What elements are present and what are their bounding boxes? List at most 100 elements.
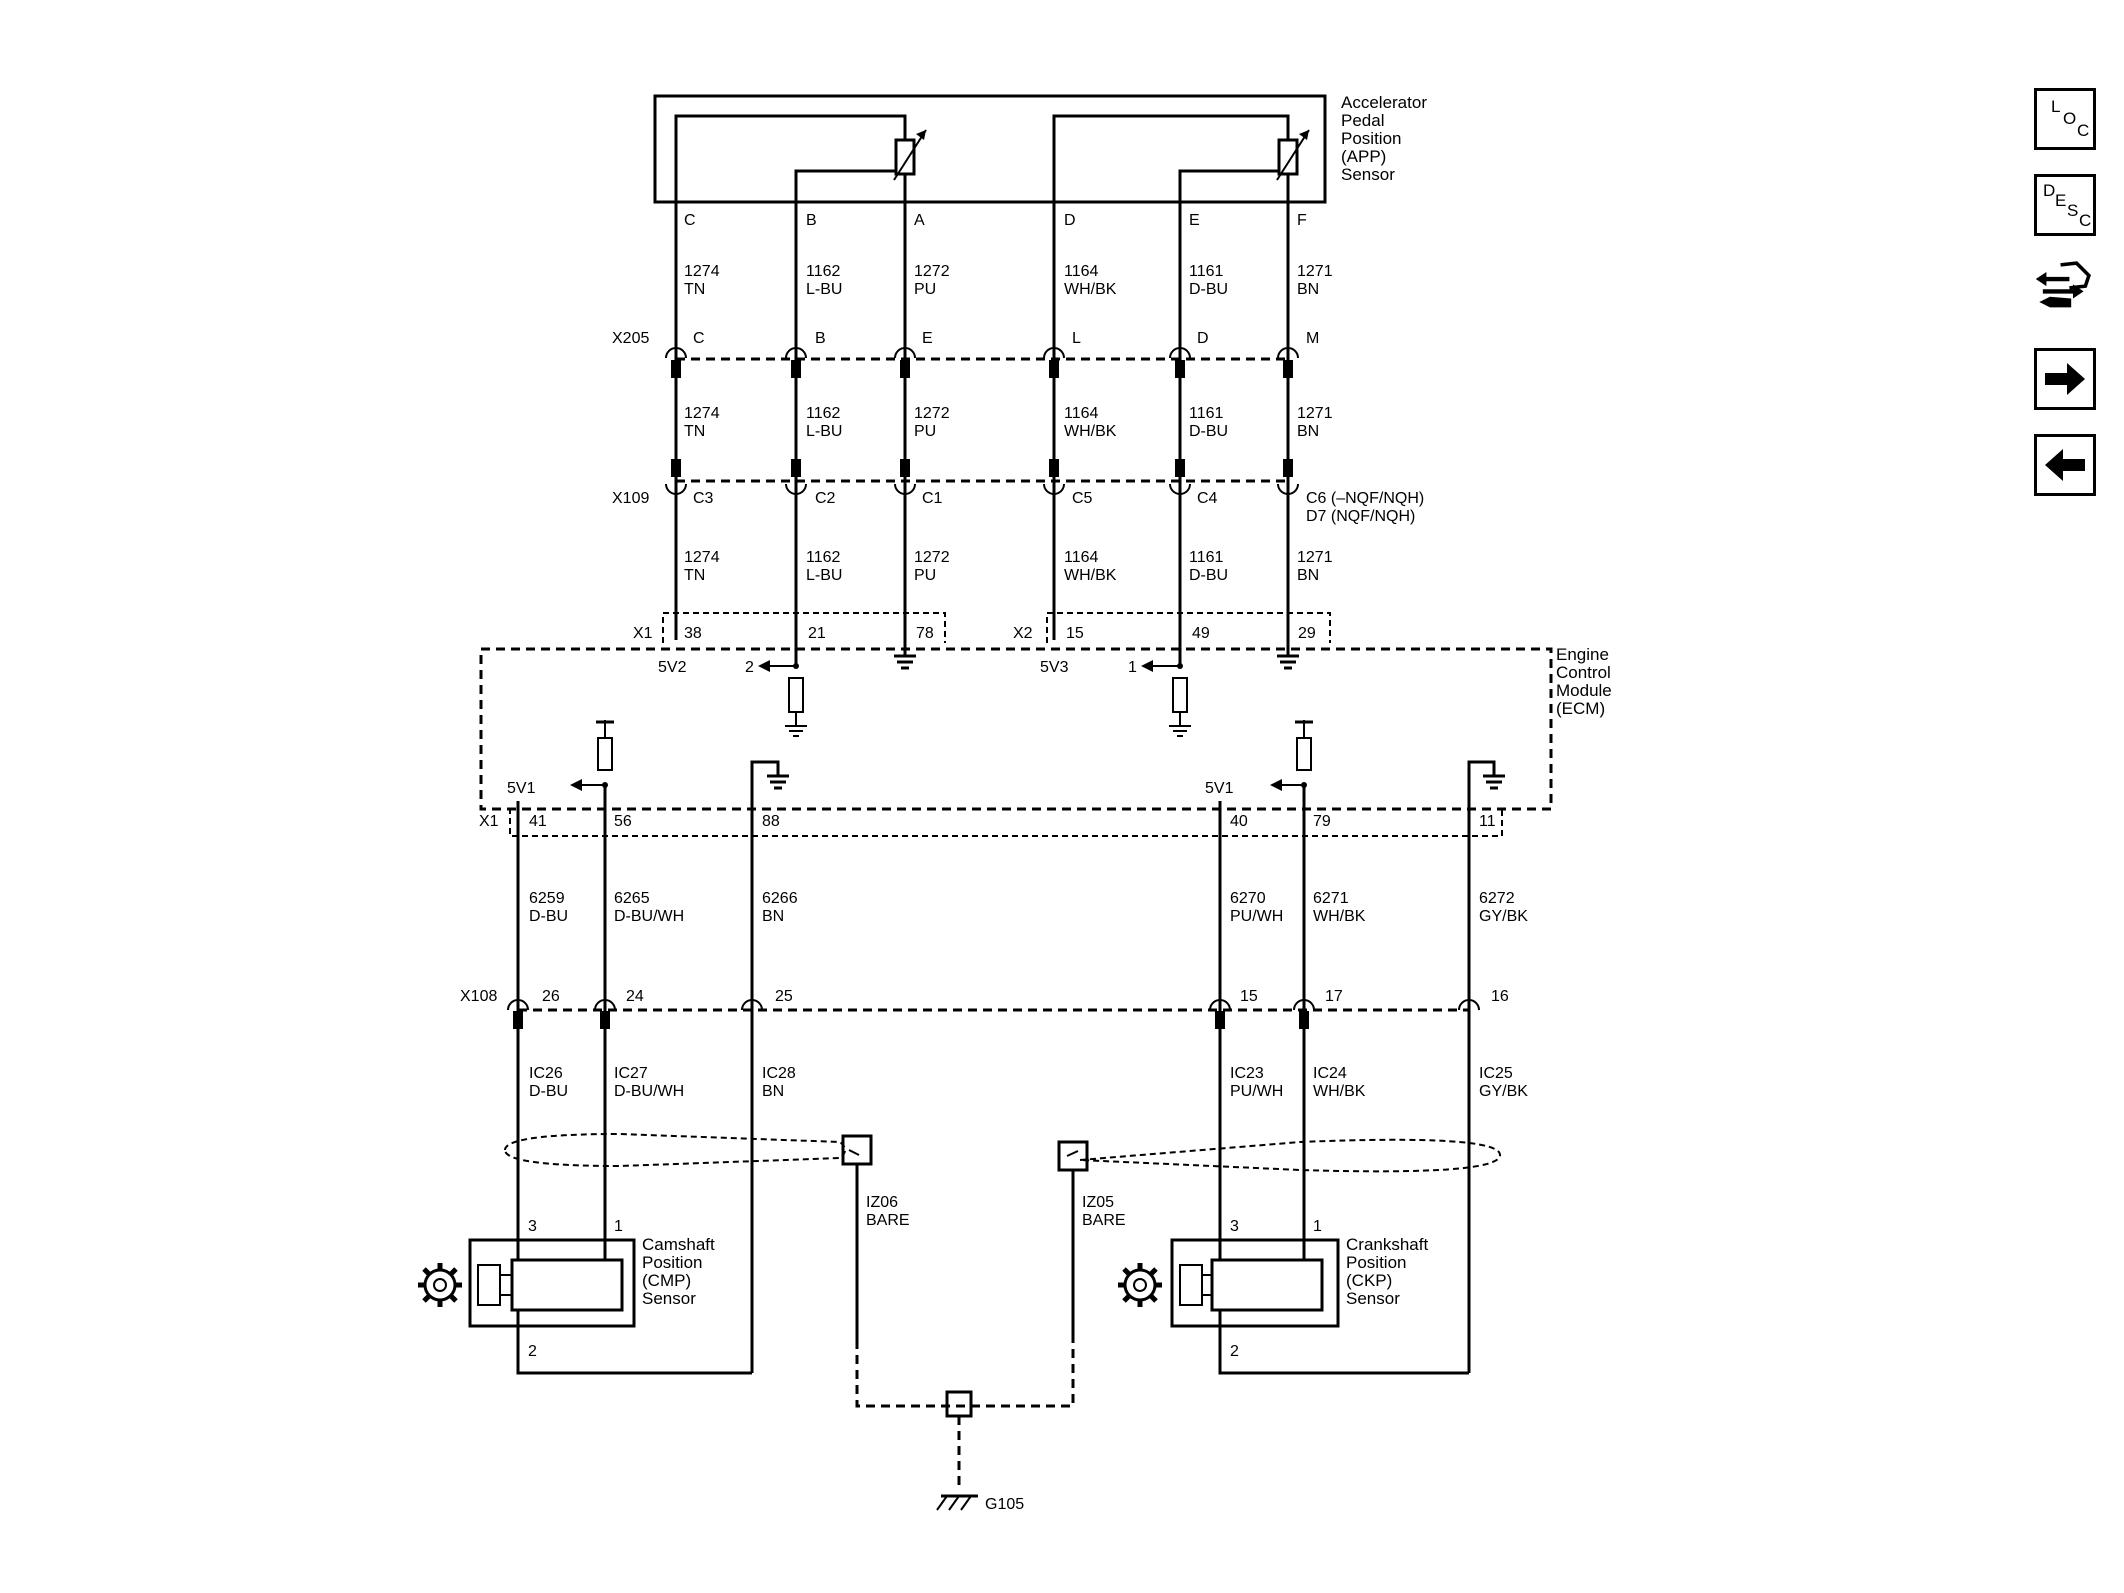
ecm-name-4: (ECM) <box>1556 699 1605 718</box>
circuit-1271-c: 1271 <box>1297 549 1333 566</box>
desc-letter-e: E <box>2055 191 2067 210</box>
ckp-name-4: Sensor <box>1346 1289 1400 1308</box>
app-pin-e: E <box>1189 212 1200 229</box>
splice-iz05-label: IZ05 <box>1082 1194 1114 1211</box>
ecm-pin-41: 41 <box>529 813 547 830</box>
circuit-color-tn-b: TN <box>684 423 705 440</box>
circuit-1272-a: 1272 <box>914 263 950 280</box>
circuit-color-dbu-c: D-BU <box>1189 567 1228 584</box>
description-button[interactable]: D E S C <box>2034 174 2096 236</box>
cmp-name-1: Camshaft <box>642 1235 715 1254</box>
circuit-1164-c: 1164 <box>1064 549 1099 566</box>
circuit-color-whbk-c: WH/BK <box>1064 567 1117 584</box>
circuit-1272-c: 1272 <box>914 549 950 566</box>
connector-harness-button[interactable] <box>2034 256 2096 318</box>
circuit-color-lbu-c: L-BU <box>806 567 842 584</box>
circuit-1162-c: 1162 <box>806 549 841 566</box>
app-pin-f: F <box>1297 212 1307 229</box>
gear-icon <box>1118 1263 1162 1307</box>
loc-letter-c: C <box>2077 121 2090 140</box>
upper-wires <box>674 202 1290 666</box>
cmp-pin-3: 3 <box>528 1218 537 1235</box>
next-page-button[interactable] <box>2034 348 2096 410</box>
app-sensor-name-3: Position <box>1341 129 1401 148</box>
circuit-color-pu-c: PU <box>914 567 936 584</box>
x109-pin-c3: C3 <box>693 490 714 507</box>
x109-pin-c2: C2 <box>815 490 836 507</box>
circuit-6270: 6270 <box>1230 890 1266 907</box>
circuit-1274-b: 1274 <box>684 405 720 422</box>
x205-pin-e: E <box>922 330 933 347</box>
x108-pin-17: 17 <box>1325 988 1343 1005</box>
app-sensor-name-2: Pedal <box>1341 111 1384 130</box>
desc-letter-c: C <box>2079 211 2092 230</box>
circuit-color-lbu-a: L-BU <box>806 281 842 298</box>
circuit-ic26: IC26 <box>529 1065 563 1082</box>
ecm-name-3: Module <box>1556 681 1612 700</box>
x109-pin-c4: C4 <box>1197 490 1218 507</box>
x109-pin-c6: C6 (–NQF/NQH) <box>1306 490 1424 507</box>
circuit-color-whbk-ic24: WH/BK <box>1313 1083 1366 1100</box>
circuit-color-dbuwh-6265: D-BU/WH <box>614 908 684 925</box>
shield-drains: IZ06 BARE IZ05 BARE G105 <box>503 1132 1502 1513</box>
ckp-pin-3: 3 <box>1230 1218 1239 1235</box>
app-sensor: Accelerator Pedal Position (APP) Sensor … <box>653 93 1427 229</box>
ecm-pin-78: 78 <box>916 625 934 642</box>
circuit-6266: 6266 <box>762 890 798 907</box>
cmp-sensor: 3 1 2 Camshaft Position (CMP) Sensor <box>418 1218 752 1375</box>
splice-iz06-color: BARE <box>866 1212 910 1229</box>
loc-letter-o: O <box>2063 109 2077 128</box>
circuit-1161-b: 1161 <box>1189 405 1224 422</box>
x205-pin-l: L <box>1072 330 1081 347</box>
next-arrow-icon <box>2045 363 2085 395</box>
cmp-name-2: Position <box>642 1253 702 1272</box>
circuit-ic27: IC27 <box>614 1065 648 1082</box>
circuit-1271-a: 1271 <box>1297 263 1333 280</box>
ecm-ref-5v1-ckp: 5V1 <box>1205 780 1234 797</box>
circuit-color-bn-ic28: BN <box>762 1083 784 1100</box>
x205-pin-b: B <box>815 330 826 347</box>
x108-pin-26: 26 <box>542 988 560 1005</box>
ecm-x2-label: X2 <box>1013 625 1033 642</box>
circuit-color-bn-6266: BN <box>762 908 784 925</box>
connector-x205: X205 C B E L D M <box>612 330 1319 378</box>
circuit-color-dbu-ic26: D-BU <box>529 1083 568 1100</box>
x109-pin-c5: C5 <box>1072 490 1093 507</box>
ecm-ref-5v3: 5V3 <box>1040 659 1069 676</box>
circuit-color-puwh-6270: PU/WH <box>1230 908 1283 925</box>
x109-pin-c1: C1 <box>922 490 943 507</box>
circuit-color-gybk-6272: GY/BK <box>1479 908 1528 925</box>
x205-pin-m: M <box>1306 330 1319 347</box>
ecm-name-1: Engine <box>1556 645 1609 664</box>
circuit-1162-b: 1162 <box>806 405 841 422</box>
previous-arrow-icon <box>2045 449 2085 481</box>
circuit-6265: 6265 <box>614 890 650 907</box>
circuit-1161-a: 1161 <box>1189 263 1224 280</box>
ecm-pin-49: 49 <box>1192 625 1210 642</box>
gear-icon <box>418 1263 462 1307</box>
circuit-color-dbu-6259: D-BU <box>529 908 568 925</box>
circuit-1272-b: 1272 <box>914 405 950 422</box>
x109-label: X109 <box>612 490 649 507</box>
circuit-1164-b: 1164 <box>1064 405 1099 422</box>
app-sensor-name-1: Accelerator <box>1341 93 1427 112</box>
ckp-name-1: Crankshaft <box>1346 1235 1428 1254</box>
circuit-ic24: IC24 <box>1313 1065 1347 1082</box>
connector-harness-icon <box>2035 261 2091 308</box>
app-sensor-name-5: Sensor <box>1341 165 1395 184</box>
circuit-1164-a: 1164 <box>1064 263 1099 280</box>
ecm-ref-5v2: 5V2 <box>658 659 687 676</box>
location-button[interactable]: L O C <box>2034 88 2096 150</box>
circuit-1271-b: 1271 <box>1297 405 1333 422</box>
circuit-6272: 6272 <box>1479 890 1515 907</box>
desc-letter-d: D <box>2043 181 2056 200</box>
ecm-name-2: Control <box>1556 663 1611 682</box>
app-pin-b: B <box>806 212 817 229</box>
ecm-pin-38: 38 <box>684 625 702 642</box>
previous-page-button[interactable] <box>2034 434 2096 496</box>
lower-wires <box>516 785 1471 1373</box>
ckp-pin-2: 2 <box>1230 1343 1239 1360</box>
ecm-module: Engine Control Module (ECM) X1 X2 38 21 … <box>479 612 1612 837</box>
circuit-1161-c: 1161 <box>1189 549 1224 566</box>
